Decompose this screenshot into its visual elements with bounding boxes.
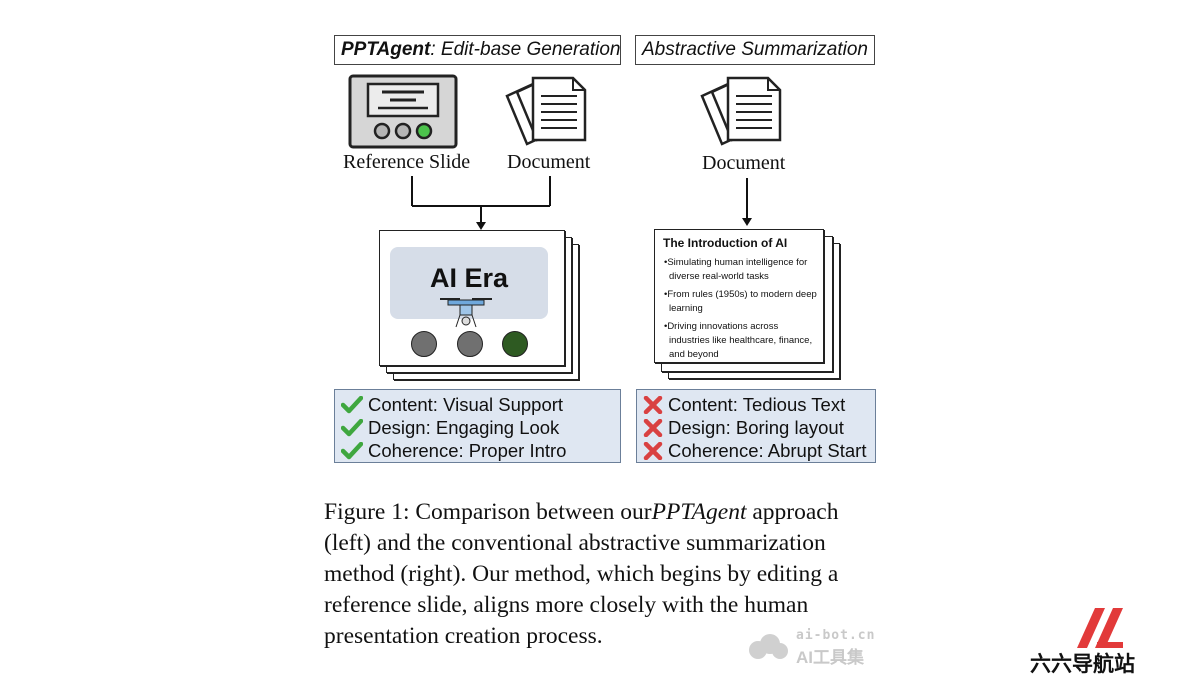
result-text: Content: Visual Support	[368, 394, 564, 415]
logo-mark-icon	[1077, 608, 1123, 648]
slide-dot-2	[457, 331, 483, 357]
title-bold: PPTAgent	[341, 39, 431, 60]
result-row: Design: Engaging Look	[341, 416, 614, 439]
cross-icon	[643, 441, 663, 460]
checkmark-icon	[341, 395, 363, 413]
right-results-box: Content: Tedious Text Design: Boring lay…	[636, 389, 876, 463]
result-text: Design: Boring layout	[668, 417, 844, 438]
watermark-domain: ai-bot.cn	[796, 628, 876, 643]
figure-caption: Figure 1: Comparison between ourPPTAgent…	[324, 497, 886, 652]
document-icon	[505, 76, 587, 146]
result-row: Content: Visual Support	[341, 393, 614, 416]
merge-arrow	[411, 176, 551, 230]
watermark-site-name: 六六导航站	[1030, 652, 1135, 676]
result-row: Coherence: Proper Intro	[341, 439, 614, 462]
generated-slide: AI Era	[379, 230, 565, 366]
summary-slide: The Introduction of AI •Simulating human…	[654, 229, 824, 363]
cross-icon	[643, 418, 663, 437]
document-icon	[700, 76, 782, 146]
left-results-box: Content: Visual Support Design: Engaging…	[334, 389, 621, 463]
slide-dot-1	[411, 331, 437, 357]
summary-bullet: •From rules (1950s) to modern deep learn…	[664, 289, 817, 314]
right-title-text: Abstractive Summarization	[642, 39, 868, 60]
result-text: Design: Engaging Look	[368, 417, 560, 438]
checkmark-icon	[341, 441, 363, 459]
checkmark-icon	[341, 418, 363, 436]
left-panel-title: PPTAgent: Edit-base Generation	[334, 35, 621, 65]
result-row: Coherence: Abrupt Start	[643, 439, 869, 462]
summary-bullet: •Driving innovations across industries l…	[664, 321, 813, 360]
title-rest: : Edit-base Generation	[430, 39, 621, 60]
summary-slide-stack: The Introduction of AI •Simulating human…	[654, 229, 844, 381]
watermark-ai-bot: ai-bot.cn AI工具集	[746, 628, 896, 668]
slide-dot-3	[502, 331, 528, 357]
reference-slide-icon	[348, 74, 458, 149]
document-label-right: Document	[702, 152, 786, 174]
reference-slide-label: Reference Slide	[343, 151, 471, 173]
watermark-brand: AI工具集	[796, 648, 864, 667]
caption-agent: PPTAgent	[651, 499, 747, 525]
summary-bullet: •Simulating human intelligence for diver…	[664, 257, 808, 282]
caption-prefix: Figure 1: Comparison between our	[324, 499, 652, 525]
cross-icon	[643, 395, 663, 414]
document-label-left: Document	[507, 151, 591, 173]
result-row: Content: Tedious Text	[643, 393, 869, 416]
drone-icon	[440, 298, 492, 328]
result-row: Design: Boring layout	[643, 416, 869, 439]
result-text: Coherence: Abrupt Start	[668, 440, 867, 461]
generated-slide-stack: AI Era	[379, 230, 584, 382]
result-text: Content: Tedious Text	[668, 394, 846, 415]
summary-title: The Introduction of AI	[663, 236, 788, 250]
right-panel-title: Abstractive Summarization	[635, 35, 875, 65]
cloud-logo-icon	[749, 634, 788, 659]
result-text: Coherence: Proper Intro	[368, 440, 567, 461]
down-arrow	[742, 178, 752, 226]
caption-rest: approach (left) and the conventional abs…	[324, 499, 839, 649]
slide-title: AI Era	[429, 263, 509, 293]
